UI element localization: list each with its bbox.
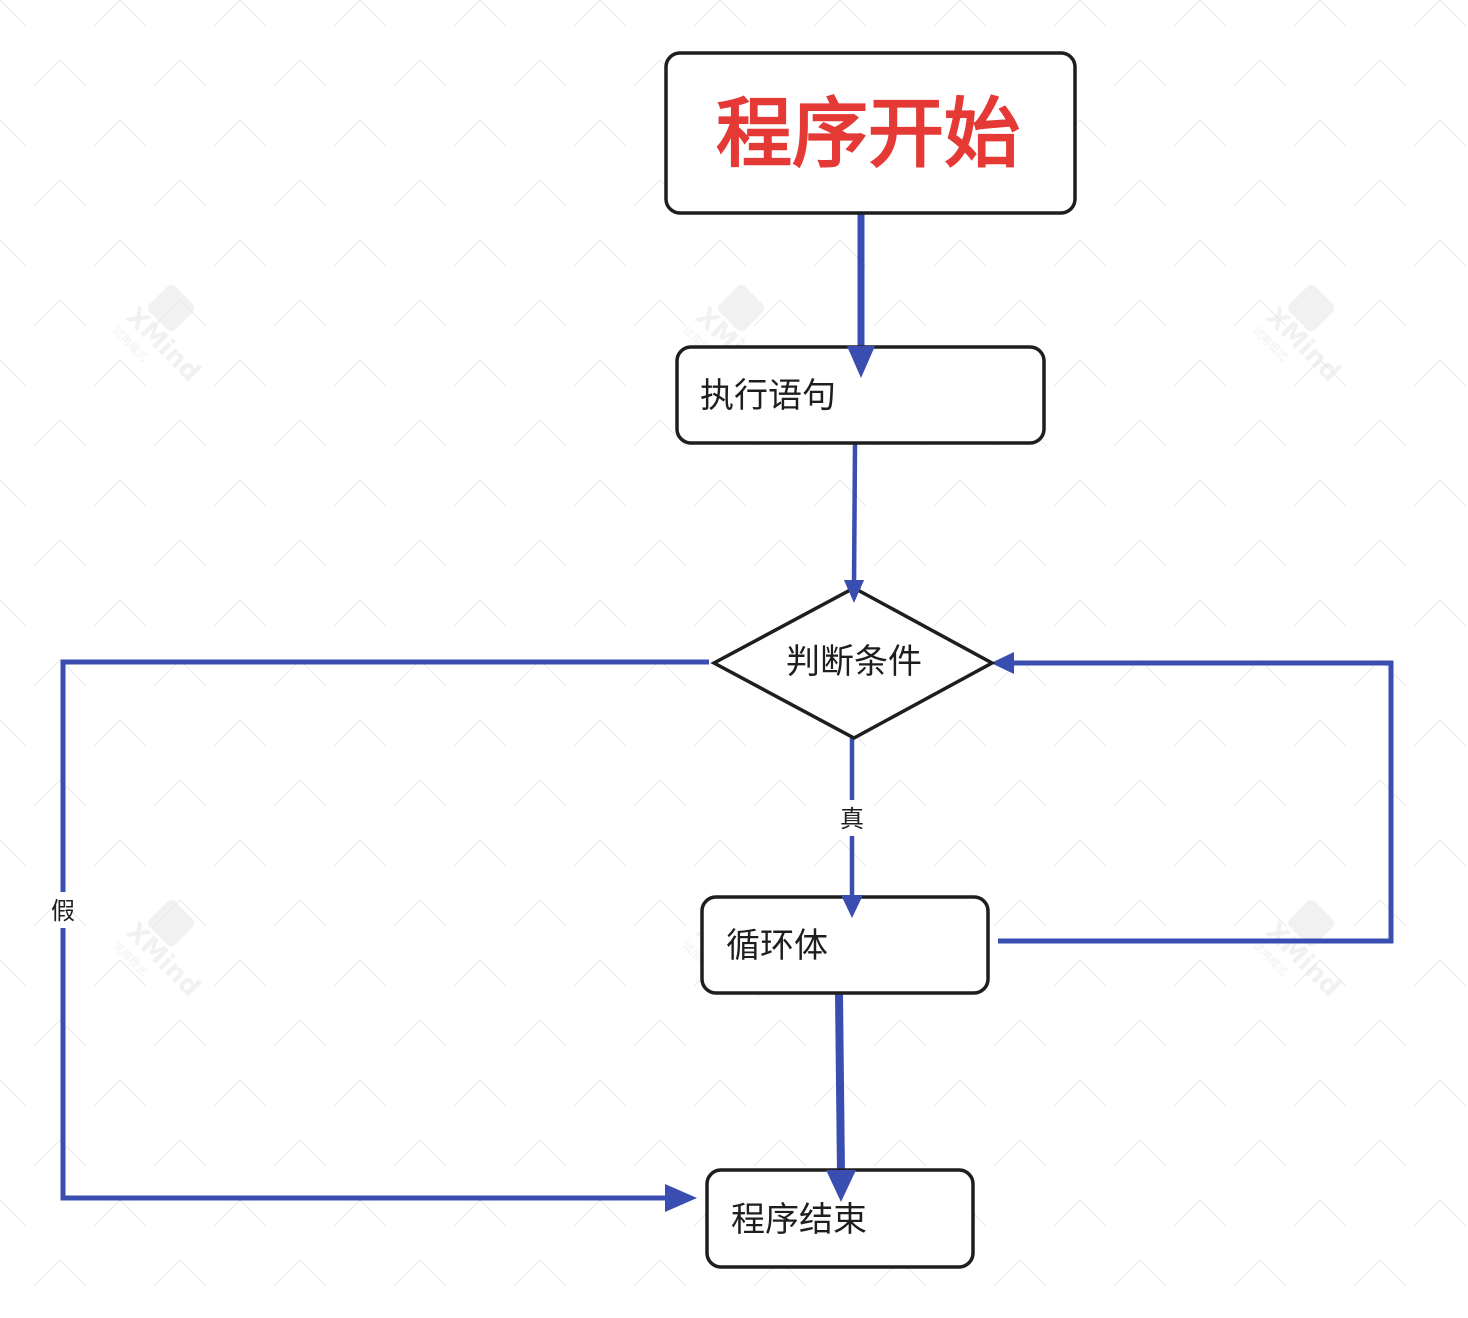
edge-loop-back — [998, 660, 1394, 944]
condition-label: 判断条件 — [786, 642, 922, 682]
arrowhead-condition-top — [844, 580, 864, 603]
node-condition[interactable] — [710, 586, 996, 740]
false-edge-label: 假 — [51, 897, 75, 925]
labels: 程序开始 执行语句 判断条件 循环体 程序结束 真 假 — [51, 89, 1020, 1240]
edge-condition-false-upper — [60, 659, 709, 892]
arrowhead-loop-body-top — [841, 895, 863, 918]
true-edge-label: 真 — [840, 805, 864, 833]
execute-label: 执行语句 — [700, 376, 836, 416]
xmind-logo-icon — [148, 900, 195, 947]
xmind-logo-icon — [1288, 900, 1335, 947]
xmind-logo-icon — [148, 285, 195, 332]
start-label: 程序开始 — [716, 89, 1020, 178]
arrowheads-top — [826, 346, 875, 1202]
node-start[interactable] — [664, 51, 1077, 215]
edge-loop-end — [835, 993, 845, 1176]
arrowhead-execute-top — [847, 346, 875, 378]
loop-body-label: 循环体 — [726, 926, 828, 966]
arrowhead-condition-back — [991, 652, 1014, 674]
arrowhead-end-false — [665, 1184, 697, 1212]
xmind-logo-icon — [1288, 285, 1335, 332]
xmind-logo-icon — [718, 285, 765, 332]
edge-condition-false-lower — [60, 928, 666, 1201]
edge-execute-condition — [851, 443, 858, 586]
arrowhead-end-top — [826, 1170, 856, 1202]
nodes — [664, 51, 1077, 1269]
end-label: 程序结束 — [731, 1200, 867, 1240]
